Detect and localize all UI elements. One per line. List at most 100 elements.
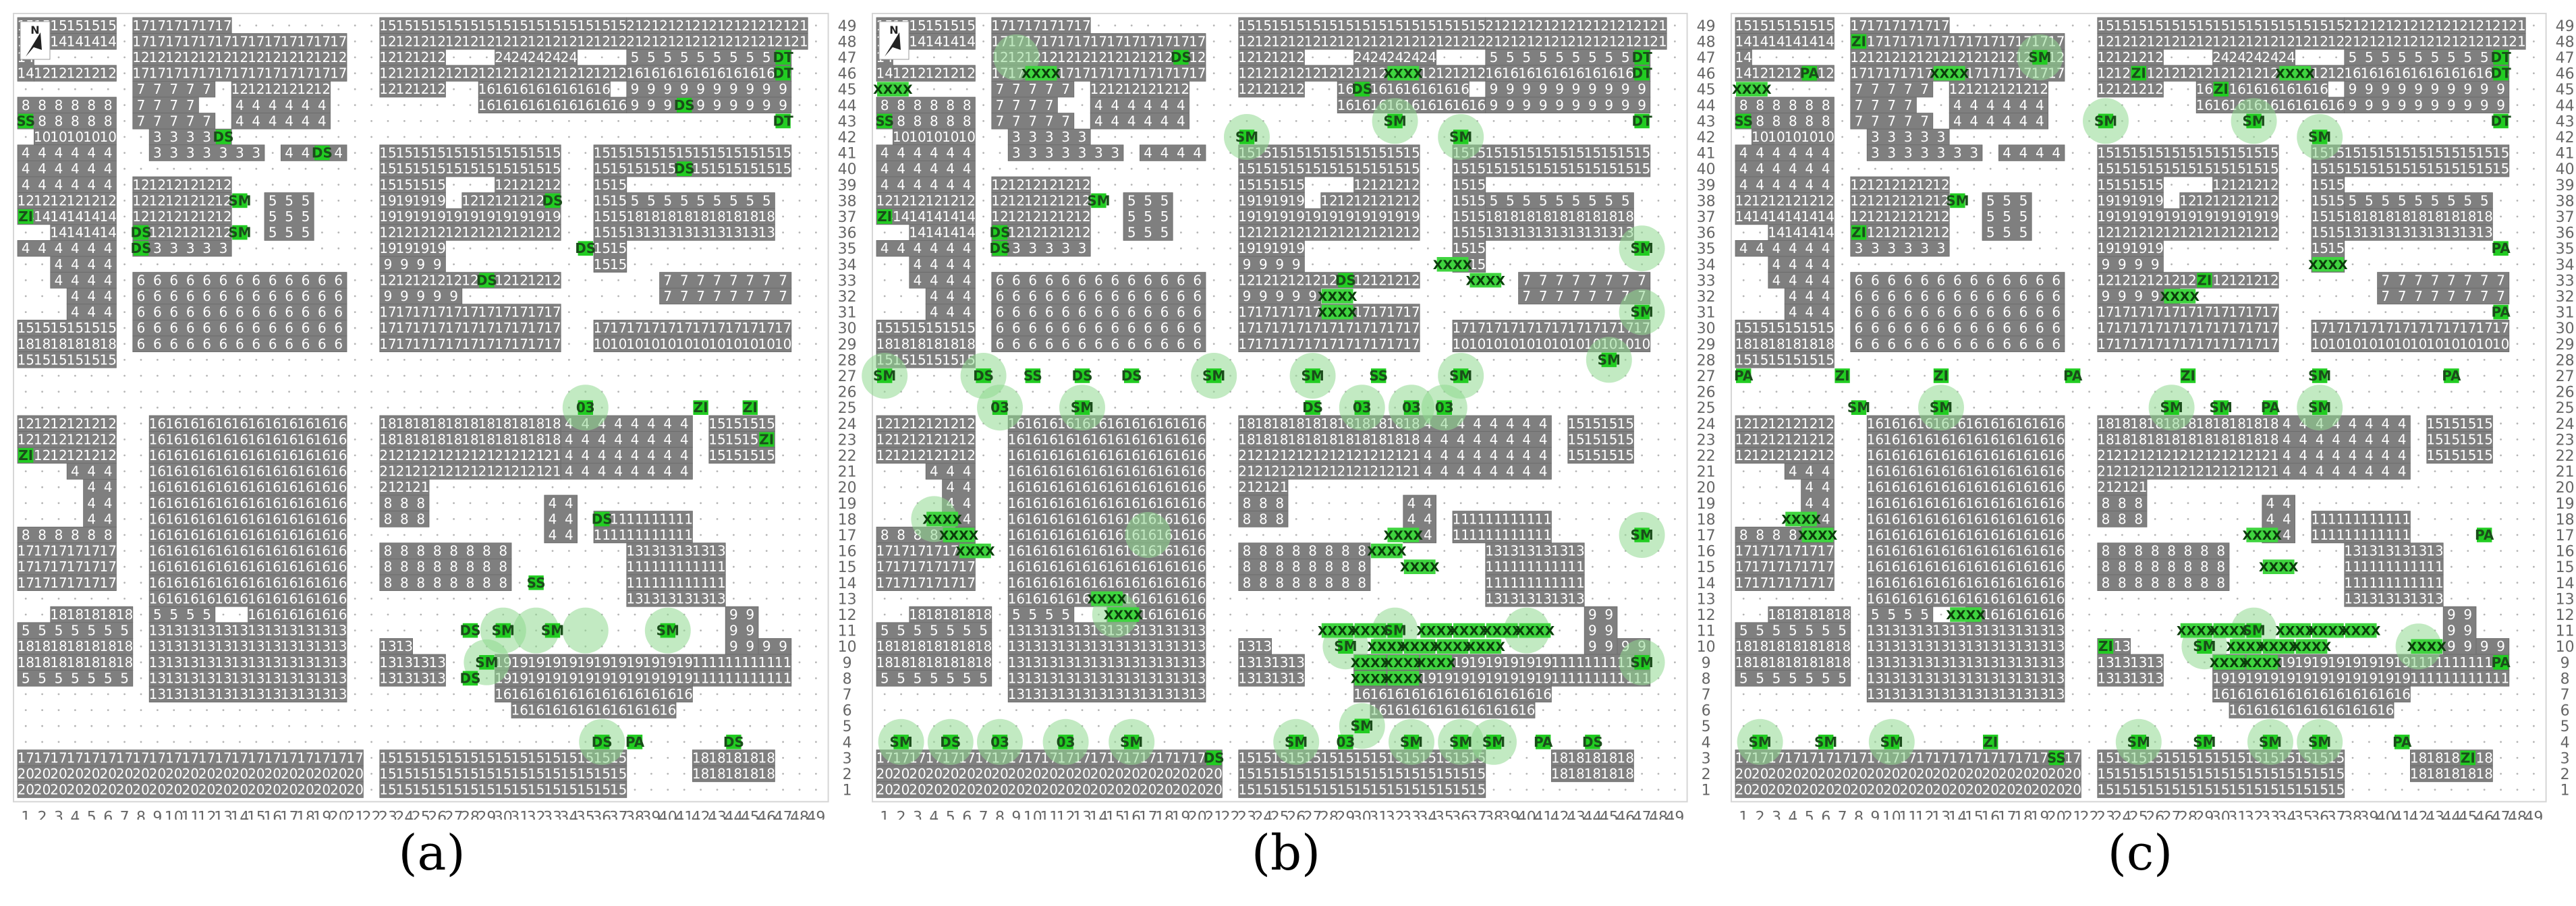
grid-dot <box>189 709 192 711</box>
block-label: 14 <box>67 225 84 241</box>
grid-dot <box>1114 24 1117 27</box>
grid-dot <box>469 88 472 90</box>
block-label: 16 <box>511 81 528 97</box>
north-arrow: N <box>20 21 51 60</box>
grid-dot <box>337 263 340 266</box>
grid-dot <box>222 104 225 107</box>
block-label: 20 <box>116 782 133 798</box>
grid-dot <box>387 374 389 377</box>
grid-dot <box>798 120 801 122</box>
grid-dot <box>965 406 968 409</box>
block-label: 4 <box>631 416 640 432</box>
grid-dot <box>700 502 702 505</box>
grid-dot <box>1081 104 1084 107</box>
grid-dot <box>90 725 93 727</box>
grid-dot <box>683 757 685 759</box>
grid-dot <box>900 295 902 298</box>
grid-dot <box>518 295 521 298</box>
grid-dot <box>798 677 801 679</box>
block-label: 13 <box>758 225 775 241</box>
block-label: 3 <box>219 240 228 256</box>
grid-dot <box>387 613 389 616</box>
block-label: 16 <box>297 463 314 480</box>
grid-dot <box>933 486 935 488</box>
grid-dot <box>617 645 619 648</box>
block-label: 15 <box>396 766 413 782</box>
grid-dot <box>74 391 76 393</box>
block-label: 16 <box>149 431 166 447</box>
grid-dot <box>370 24 372 27</box>
block-label: 16 <box>330 447 347 463</box>
block-label: 17 <box>544 336 561 352</box>
grid-dot <box>271 374 274 377</box>
block-label: 13 <box>215 686 231 702</box>
grid-dot <box>222 709 225 711</box>
grid-dot <box>782 502 784 505</box>
grid-dot <box>436 518 439 520</box>
block-label: 6 <box>318 304 327 320</box>
grid-dot <box>453 406 455 409</box>
row-tick-label: 5 <box>843 718 852 735</box>
block-label: 21 <box>461 447 478 463</box>
block-label: 20 <box>215 766 231 782</box>
grid-dot <box>189 359 192 361</box>
row-tick-label: 3 <box>843 750 852 767</box>
grid-dot <box>24 374 27 377</box>
grid-dot <box>815 24 817 27</box>
grid-dot <box>304 167 307 170</box>
block-label: 16 <box>181 416 198 432</box>
block-label: 20 <box>181 782 198 798</box>
grid-dot <box>502 406 505 409</box>
grid-dot <box>883 406 886 409</box>
block-label: 11 <box>626 527 643 543</box>
block-label: 13 <box>215 670 231 686</box>
grid-dot <box>370 152 372 154</box>
block-label: 17 <box>544 304 561 320</box>
marker-label: ZI <box>18 208 33 225</box>
block-label: 12 <box>412 272 429 288</box>
grid-dot <box>354 645 356 648</box>
block-label: 15 <box>708 447 725 463</box>
grid-dot <box>916 311 919 313</box>
block-label: 21 <box>758 18 775 34</box>
row-tick-label: 10 <box>838 639 857 656</box>
grid-dot <box>617 565 619 568</box>
marker-label: ZI <box>18 447 33 463</box>
block-label: 12 <box>428 81 445 97</box>
grid-dot <box>123 24 126 27</box>
block-label: 16 <box>215 559 231 575</box>
block-label: 12 <box>561 33 578 49</box>
block-label: 14 <box>50 208 67 225</box>
block-label: 16 <box>330 463 347 480</box>
block-label: 5 <box>746 192 754 208</box>
grid-dot <box>354 88 356 90</box>
grid-dot <box>1114 406 1117 409</box>
grid-dot <box>107 725 109 727</box>
marker-label: 03 <box>576 399 595 416</box>
grid-dot <box>883 486 886 488</box>
block-label: 10 <box>593 336 610 352</box>
grid-dot <box>222 741 225 743</box>
grid-dot <box>403 613 405 616</box>
grid-dot <box>815 183 817 186</box>
block-label: 14 <box>83 225 100 241</box>
block-label: 10 <box>67 129 84 145</box>
grid-dot <box>453 677 455 679</box>
grid-dot <box>551 406 554 409</box>
block-label: 18 <box>99 638 116 654</box>
grid-dot <box>815 136 817 138</box>
block-label: 5 <box>169 606 178 623</box>
grid-dot <box>354 709 356 711</box>
block-label: 4 <box>22 161 30 177</box>
block-label: 12 <box>67 416 84 432</box>
block-label: 10 <box>34 129 51 145</box>
grid-dot <box>1098 247 1100 250</box>
block-label: 15 <box>528 161 544 177</box>
block-label: 15 <box>428 177 445 193</box>
grid-dot <box>337 24 340 27</box>
block-label: 4 <box>647 463 656 480</box>
block-label: 15 <box>725 416 742 432</box>
grid-dot <box>74 725 76 727</box>
block-label: 12 <box>577 65 594 82</box>
block-label: 5 <box>647 49 656 65</box>
